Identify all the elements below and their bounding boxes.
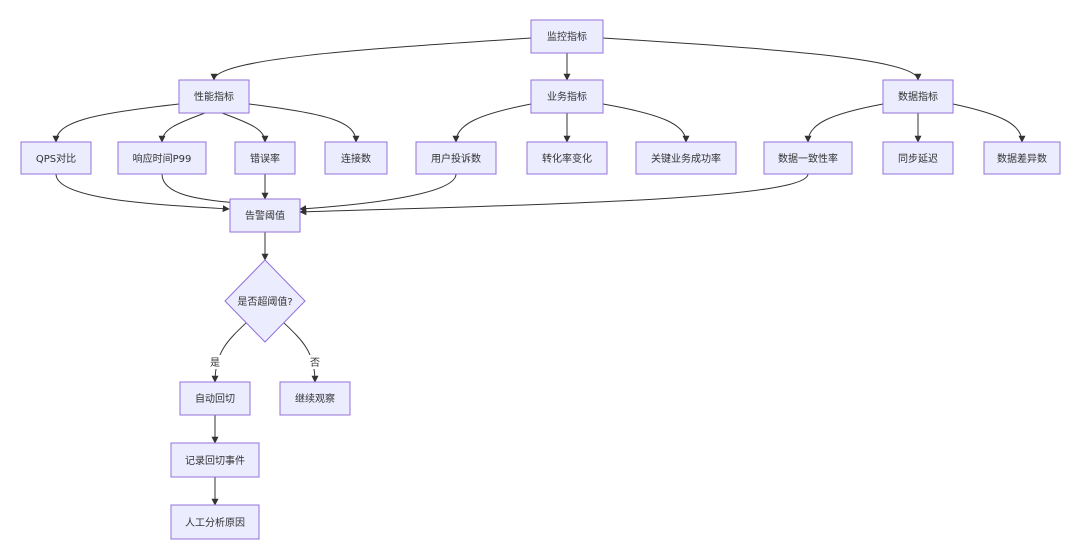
edge-perf-qps xyxy=(52,103,180,143)
node-alert: 告警阈值 xyxy=(229,198,301,233)
svg-text:QPS对比: QPS对比 xyxy=(36,152,76,165)
node-perf: 性能指标 xyxy=(178,79,250,114)
edge-decision-observe xyxy=(282,321,319,383)
node-biz: 业务指标 xyxy=(530,79,604,114)
edge-label-yes: 是 xyxy=(208,355,222,369)
node-auto: 自动回切 xyxy=(179,381,251,416)
svg-text:数据差异数: 数据差异数 xyxy=(997,152,1047,165)
edge-p99-alert xyxy=(161,173,239,206)
svg-text:用户投诉数: 用户投诉数 xyxy=(431,152,481,165)
edge-perf-err xyxy=(221,112,269,143)
edge-data-consist xyxy=(804,103,884,143)
edge-label-no: 否 xyxy=(308,355,322,369)
edge-perf-p99 xyxy=(158,112,206,143)
edge-monitor-data xyxy=(602,37,922,81)
node-keybiz: 关键业务成功率 xyxy=(635,141,737,175)
edge-biz-complaint xyxy=(452,103,532,143)
node-sync: 同步延迟 xyxy=(882,141,954,175)
node-manual: 人工分析原因 xyxy=(170,504,260,540)
svg-text:业务指标: 业务指标 xyxy=(547,90,587,103)
svg-text:性能指标: 性能指标 xyxy=(194,90,234,103)
edge-complaint-alert xyxy=(299,173,457,213)
node-conv: 转化率变化 xyxy=(526,141,608,175)
node-complaint: 用户投诉数 xyxy=(415,141,497,175)
node-p99: 响应时间P99 xyxy=(117,141,207,175)
edge-monitor-perf xyxy=(210,37,532,81)
svg-text:否: 否 xyxy=(310,357,320,369)
node-diff: 数据差异数 xyxy=(983,141,1061,175)
node-observe: 继续观察 xyxy=(279,381,351,416)
node-conn: 连接数 xyxy=(324,141,388,175)
svg-text:错误率: 错误率 xyxy=(250,152,280,165)
edge-perf-conn xyxy=(248,103,360,143)
edge-decision-auto xyxy=(211,321,248,383)
svg-text:转化率变化: 转化率变化 xyxy=(542,152,592,165)
node-consist: 数据一致性率 xyxy=(763,141,853,175)
svg-text:是否超阈值?: 是否超阈值? xyxy=(237,295,292,308)
edge-consist-alert xyxy=(299,173,809,216)
svg-text:数据指标: 数据指标 xyxy=(898,90,938,103)
svg-text:自动回切: 自动回切 xyxy=(195,392,235,405)
svg-text:连接数: 连接数 xyxy=(341,152,371,165)
svg-text:响应时间P99: 响应时间P99 xyxy=(133,152,192,165)
edge-biz-keybiz xyxy=(602,103,690,143)
node-err: 错误率 xyxy=(234,141,296,175)
edge-qps-alert xyxy=(55,173,230,213)
svg-text:记录回切事件: 记录回切事件 xyxy=(185,454,245,467)
svg-text:是: 是 xyxy=(210,357,220,369)
svg-text:监控指标: 监控指标 xyxy=(547,30,587,43)
svg-text:同步延迟: 同步延迟 xyxy=(898,152,938,165)
node-monitor: 监控指标 xyxy=(530,19,604,54)
node-data: 数据指标 xyxy=(882,79,954,114)
node-qps: QPS对比 xyxy=(20,141,92,175)
node-record: 记录回切事件 xyxy=(170,442,260,478)
svg-text:数据一致性率: 数据一致性率 xyxy=(778,152,838,165)
svg-text:关键业务成功率: 关键业务成功率 xyxy=(651,152,721,165)
node-decision: 是否超阈值? xyxy=(224,259,306,343)
svg-text:告警阈值: 告警阈值 xyxy=(245,209,285,222)
svg-text:人工分析原因: 人工分析原因 xyxy=(185,516,245,529)
svg-text:继续观察: 继续观察 xyxy=(295,392,335,405)
edge-data-diff xyxy=(952,103,1026,143)
